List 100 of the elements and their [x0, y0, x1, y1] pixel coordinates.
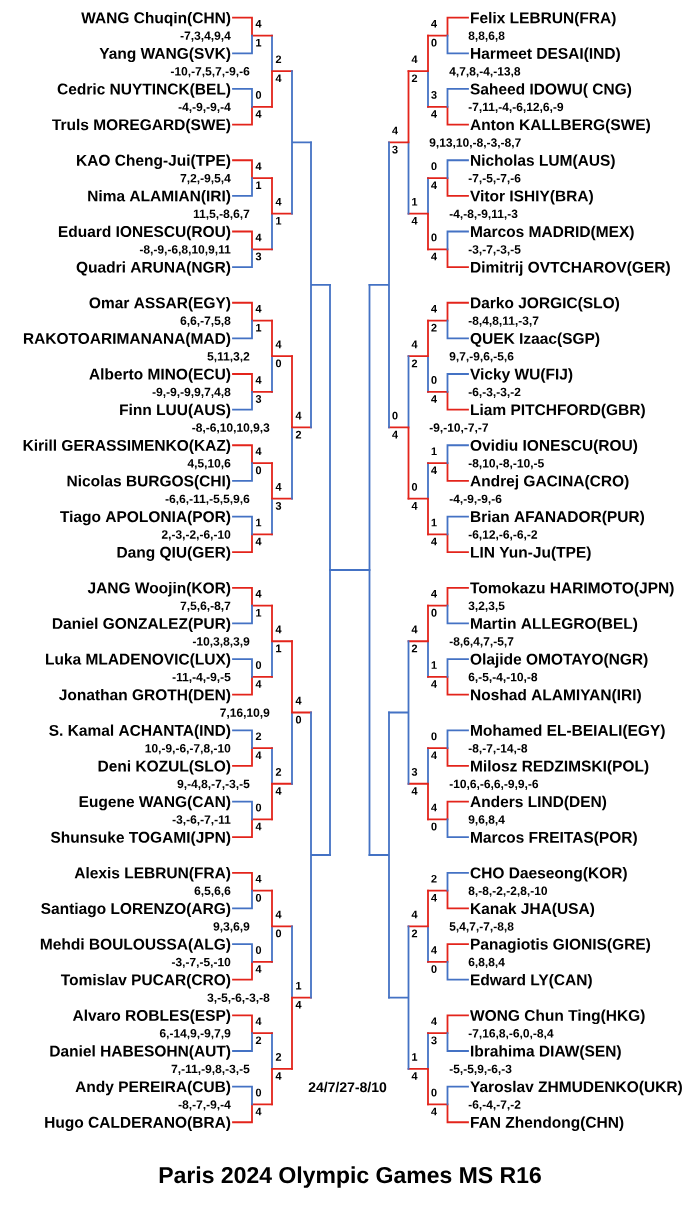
player-name: Hugo CALDERANO(BRA) — [45, 1116, 231, 1131]
match-score: 0 — [431, 822, 437, 831]
game-scores: 6,6,-7,5,8 — [180, 316, 231, 327]
match-score: 0 — [255, 466, 262, 475]
game-scores: -7,16,8,-6,0,-8,4 — [468, 1029, 554, 1040]
match-score: 4 — [295, 1000, 302, 1009]
player-name: Dang QIU(GER) — [117, 546, 231, 561]
match-score: 0 — [411, 483, 418, 491]
match-score: 2 — [275, 1053, 282, 1061]
game-scores: -4,-9,-9,-4 — [178, 102, 231, 113]
match-score: 2 — [411, 929, 418, 938]
match-score: 0 — [431, 162, 437, 171]
player-name: Santiago LORENZO(ARG) — [41, 902, 231, 918]
player-name: RAKOTOARIMANANA(MAD) — [23, 332, 231, 348]
match-score: 4 — [431, 946, 437, 954]
bracket-line — [427, 301, 469, 340]
match-score: 4 — [275, 198, 282, 206]
match-score: 4 — [431, 395, 437, 403]
bracket-line — [232, 444, 273, 482]
player-name: Yang WANG(SVK) — [99, 47, 231, 63]
game-scores: 9,7,-9,6,-5,6 — [449, 352, 514, 363]
match-score: 2 — [411, 74, 418, 83]
game-scores: -5,-5,9,-6,-3 — [449, 1064, 512, 1075]
match-score: 4 — [431, 803, 437, 812]
match-score: 4 — [411, 1072, 418, 1080]
match-score: 1 — [431, 447, 437, 455]
game-scores: -9,-9,-9,9,7,4,8 — [152, 387, 231, 398]
match-score: 2 — [295, 430, 302, 439]
match-score: 0 — [275, 359, 282, 368]
title: Paris 2024 Olympic Games MS R16 — [159, 1166, 541, 1188]
game-scores: -10,-7,5,7,-9,-6 — [170, 67, 250, 78]
match-score: 1 — [296, 981, 302, 990]
game-scores: 5,4,7,-7,-8,8 — [449, 922, 514, 933]
game-scores: -7,-5,-7,-6 — [468, 173, 521, 185]
bracket-line — [232, 658, 273, 696]
bracket-line — [232, 515, 273, 554]
match-score: 4 — [431, 1107, 437, 1116]
bracket-line — [427, 871, 469, 910]
player-name: JANG Woojin(KOR) — [87, 582, 231, 597]
match-score: 3 — [255, 252, 262, 261]
bracket-line — [232, 301, 273, 340]
match-score: 2 — [275, 768, 282, 776]
match-score: 0 — [431, 1088, 437, 1097]
game-scores: -8,6,4,7,-5,7 — [449, 637, 514, 648]
match-score: 4 — [275, 74, 282, 83]
player-name: QUEK Izaac(SGP) — [470, 332, 600, 348]
bracket-line — [427, 230, 469, 268]
bracket-line — [427, 1085, 469, 1124]
match-score: 0 — [431, 376, 437, 384]
player-name: Shunsuke TOGAMI(JPN) — [50, 831, 231, 846]
bracket-line — [427, 729, 469, 767]
player-name: Martin ALLEGRO(BEL) — [471, 617, 638, 633]
bracket-line — [232, 16, 273, 55]
bracket-line — [427, 943, 469, 981]
player-name: Edward LY(CAN) — [471, 973, 592, 989]
game-scores: -4,-8,-9,11,-3 — [449, 209, 518, 220]
bracket-line — [427, 1014, 469, 1052]
game-scores: 4,7,8,-4,-13,8 — [449, 67, 521, 78]
game-scores: 9,6,8,4 — [468, 815, 505, 826]
player-name: Anders LIND(DEN) — [470, 795, 607, 811]
player-name: Deni KOZUL(SLO) — [98, 760, 231, 775]
player-name: Olajide OMOTAYO(NGR) — [470, 653, 648, 668]
player-name: Omar ASSAR(EGY) — [89, 296, 231, 312]
match-score: 4 — [392, 430, 398, 439]
match-score: 3 — [275, 502, 282, 510]
match-score: 0 — [431, 38, 437, 47]
game-scores: 10,-9,-6,-7,8,-10 — [145, 744, 231, 755]
player-name: Tiago APOLONIA(POR) — [60, 510, 231, 526]
match-score: 4 — [431, 304, 437, 313]
match-score: 1 — [256, 518, 262, 527]
game-scores: -3,-7,-3,-5 — [468, 245, 521, 256]
match-score: 4 — [431, 252, 437, 261]
match-score: 4 — [431, 590, 437, 598]
player-name: LIN Yun-Ju(TPE) — [471, 546, 591, 561]
game-scores: 6,5,6,6 — [194, 886, 231, 897]
match-score: 0 — [255, 661, 262, 669]
game-scores: 9,13,10,-8,-3,-8,7 — [429, 138, 521, 149]
player-name: Andy PEREIRA(CUB) — [75, 1080, 231, 1096]
match-score: 4 — [255, 447, 262, 455]
game-scores: 2,-3,-2,-6,-10 — [161, 530, 231, 541]
bracket-line — [232, 230, 273, 268]
match-score: 1 — [256, 38, 262, 47]
match-score: 1 — [412, 1053, 418, 1061]
match-score: 0 — [275, 929, 282, 938]
match-score: 4 — [431, 466, 437, 474]
match-score: 1 — [256, 181, 262, 189]
match-score: 4 — [255, 304, 262, 313]
bracket-line — [232, 1014, 273, 1052]
game-scores: -10,6,-6,6,-9,9,-6 — [449, 779, 539, 790]
match-score: 0 — [392, 411, 398, 420]
match-score: 4 — [411, 217, 418, 225]
match-score: 0 — [431, 965, 437, 973]
match-score: 3 — [411, 768, 418, 776]
player-name: Nima ALAMIAN(IRI) — [88, 190, 231, 205]
match-score: 1 — [256, 609, 262, 617]
match-score: 1 — [431, 661, 437, 669]
player-name: Mohamed EL-BEIALI(EGY) — [471, 724, 665, 739]
player-name: Tomislav PUCAR(CRO) — [60, 973, 231, 989]
player-name: Alvaro ROBLES(ESP) — [72, 1009, 231, 1024]
match-score: 4 — [392, 126, 398, 135]
